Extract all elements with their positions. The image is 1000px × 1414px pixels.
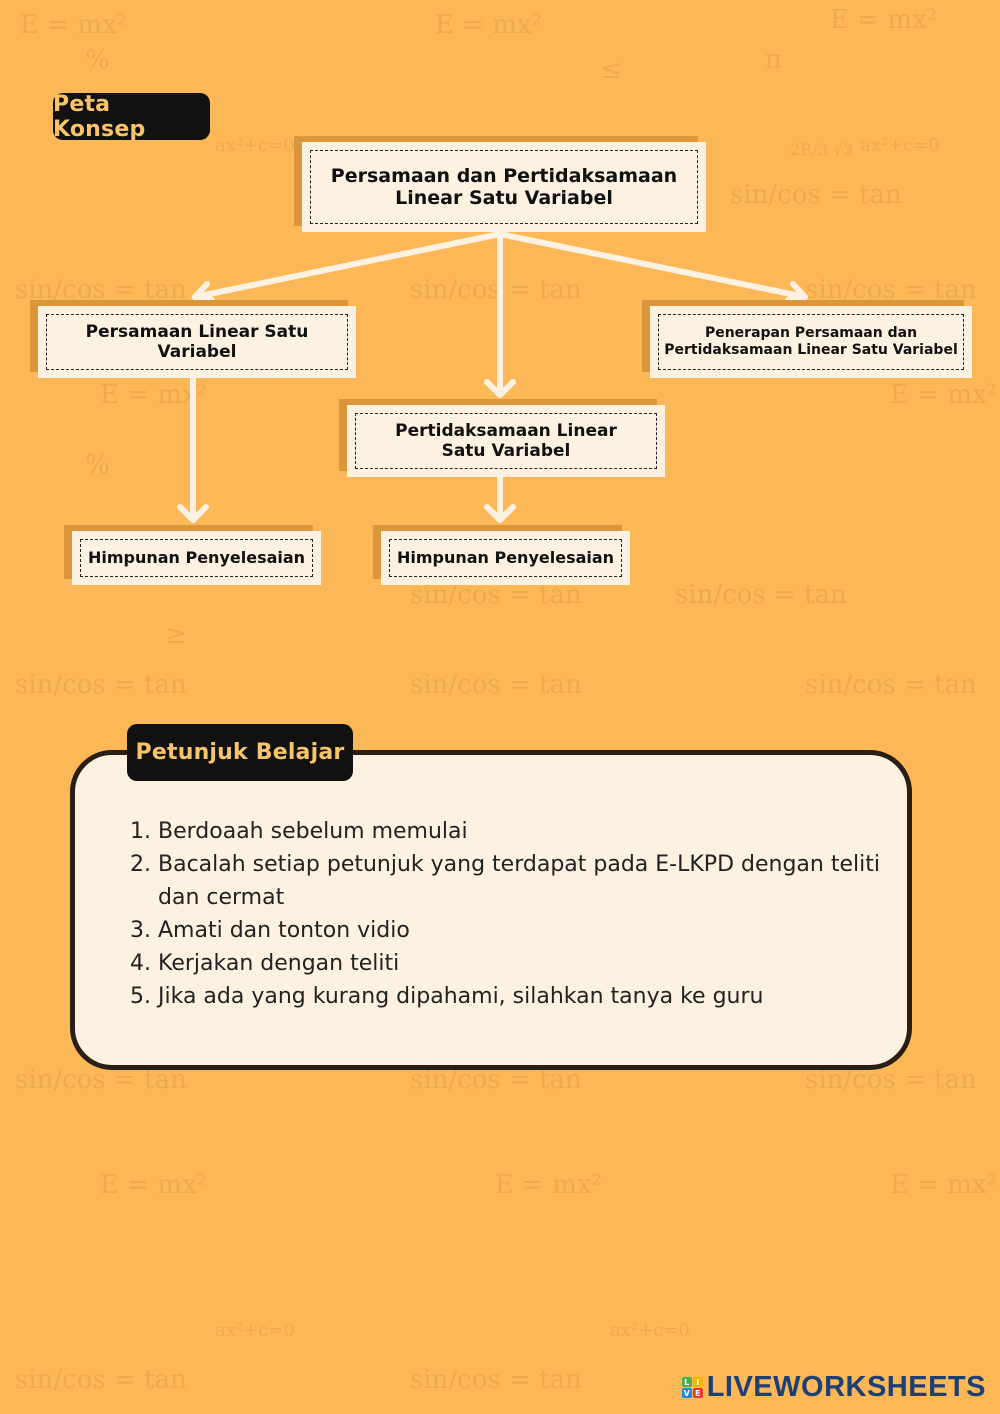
tile-e: E bbox=[692, 1388, 703, 1398]
study-guide-title: Petunjuk Belajar bbox=[127, 724, 353, 781]
concept-node-solution-set-left: Himpunan Penyelesaian bbox=[72, 531, 321, 585]
concept-node-root-label: Persamaan dan Pertidaksamaan Linear Satu… bbox=[310, 150, 698, 224]
arrowhead-left bbox=[192, 281, 215, 303]
tile-v: V bbox=[681, 1388, 692, 1398]
concept-map-connectors bbox=[177, 231, 808, 523]
concept-node-linear-inequality-label: Pertidaksamaan Linear Satu Variabel bbox=[355, 413, 657, 469]
step-text: Amati dan tonton vidio bbox=[158, 918, 410, 943]
doodle-trig: sin/cos = tan bbox=[15, 1365, 187, 1395]
label-line: Pertidaksamaan Linear Satu Variabel bbox=[664, 342, 958, 358]
step-item: 5. Jika ada yang kurang dipahami, silahk… bbox=[130, 980, 900, 1013]
concept-node-solution-set-middle: Himpunan Penyelesaian bbox=[381, 531, 630, 585]
concept-node-linear-inequality: Pertidaksamaan Linear Satu Variabel bbox=[347, 405, 665, 477]
label-line: Satu Variabel bbox=[441, 441, 571, 461]
study-guide-card bbox=[70, 750, 912, 1070]
step-text: Berdoaah sebelum memulai bbox=[158, 819, 468, 844]
arrowhead-middle bbox=[484, 379, 516, 398]
doodle-geq: ≥ bbox=[165, 620, 187, 650]
step-item: 2. Bacalah setiap petunjuk yang terdapat… bbox=[130, 848, 900, 914]
doodle-trig: sin/cos = tan bbox=[410, 670, 582, 700]
arrowhead-middle-child bbox=[484, 504, 516, 523]
step-number: 4. bbox=[130, 951, 151, 976]
step-number: 5. bbox=[130, 984, 151, 1009]
doodle-formula: E = mx² bbox=[495, 1170, 603, 1200]
solution-set-label: Himpunan Penyelesaian bbox=[80, 539, 313, 577]
connector-root-left bbox=[192, 231, 503, 300]
solution-set-label: Himpunan Penyelesaian bbox=[389, 539, 622, 577]
live-tiles-icon: L I V E bbox=[681, 1377, 703, 1398]
doodle-quadratic: ax²+c=0 bbox=[610, 1320, 690, 1341]
arrowhead-left-child bbox=[177, 504, 209, 523]
concept-node-root: Persamaan dan Pertidaksamaan Linear Satu… bbox=[302, 142, 706, 232]
arrowhead-right bbox=[785, 281, 808, 303]
concept-map-title: Peta Konsep bbox=[53, 92, 210, 142]
label-line: Variabel bbox=[157, 342, 237, 362]
concept-node-application-label: Penerapan Persamaan dan Pertidaksamaan L… bbox=[658, 314, 964, 370]
doodle-formula: E = mx² bbox=[890, 1170, 998, 1200]
concept-node-linear-equation-label: Persamaan Linear Satu Variabel bbox=[46, 314, 348, 370]
label-line: Persamaan Linear Satu bbox=[85, 321, 309, 342]
concept-node-application: Penerapan Persamaan dan Pertidaksamaan L… bbox=[650, 306, 972, 378]
tile-i: I bbox=[692, 1377, 703, 1387]
doodle-trig: sin/cos = tan bbox=[410, 1365, 582, 1395]
liveworksheets-logo[interactable]: L I V E LIVEWORKSHEETS bbox=[681, 1371, 986, 1404]
doodle-quadratic: ax²+c=0 bbox=[215, 1320, 295, 1341]
connector-root-right bbox=[497, 231, 808, 300]
root-line-1: Persamaan dan Pertidaksamaan bbox=[330, 164, 678, 187]
step-text: Bacalah setiap petunjuk yang terdapat pa… bbox=[158, 852, 880, 910]
doodle-formula: E = mx² bbox=[100, 1170, 208, 1200]
step-text: Kerjakan dengan teliti bbox=[158, 951, 400, 976]
step-item: 4. Kerjakan dengan teliti bbox=[130, 947, 900, 980]
label-line: Penerapan Persamaan dan bbox=[704, 325, 918, 342]
tile-l: L bbox=[681, 1377, 692, 1387]
study-guide-steps: 1. Berdoaah sebelum memulai 2. Bacalah s… bbox=[130, 815, 900, 1013]
step-item: 3. Amati dan tonton vidio bbox=[130, 914, 900, 947]
doodle-trig: sin/cos = tan bbox=[805, 670, 977, 700]
step-text: Jika ada yang kurang dipahami, silahkan … bbox=[158, 984, 764, 1009]
root-line-2: Linear Satu Variabel bbox=[395, 187, 613, 209]
brand-name: LIVEWORKSHEETS bbox=[706, 1371, 986, 1403]
step-number: 1. bbox=[130, 819, 151, 844]
step-item: 1. Berdoaah sebelum memulai bbox=[130, 815, 900, 848]
concept-node-linear-equation: Persamaan Linear Satu Variabel bbox=[38, 306, 356, 378]
label-line: Pertidaksamaan Linear bbox=[395, 420, 617, 441]
step-number: 3. bbox=[130, 918, 151, 943]
step-number: 2. bbox=[130, 852, 151, 877]
doodle-trig: sin/cos = tan bbox=[15, 670, 187, 700]
